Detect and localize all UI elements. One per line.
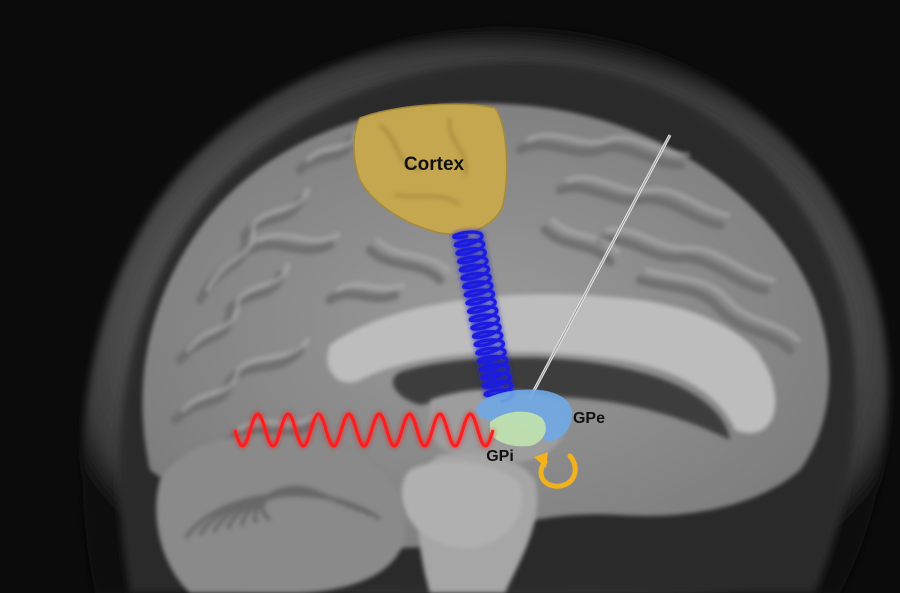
gyrus-highlight [605,226,776,283]
cortex-texture [379,117,468,207]
gyrus-fold [635,275,795,355]
dbs-electrode-shade [529,134,671,399]
beta-oscillation-wave [233,412,495,448]
gpe-label: GPe [573,410,605,427]
gyrus-highlight [335,281,406,293]
gpi-nucleus [490,411,546,447]
gyrus-highlight [255,232,341,243]
gyrus-fold [175,270,285,365]
cerebellum [156,434,406,593]
gyrus-fold [170,345,305,425]
gpi-label: GPi [486,448,514,465]
gyrus-highlight [235,412,321,433]
pons [401,461,523,549]
gyrus-fold [595,234,770,295]
gyrus-highlight [375,237,451,273]
gyrus-highlight [180,337,311,413]
gyrus-fold [555,183,725,230]
cerebellum-fold [184,492,381,540]
gyrus-fold [225,420,315,445]
gyrus-highlight [565,175,731,218]
gyrus-fold [325,289,400,305]
cerebellum-folia [184,485,381,540]
gyrus-fold [245,240,335,255]
cortex-label: Cortex [404,154,465,175]
corpus-callosum [327,294,776,434]
lateral-ventricle [392,357,730,440]
gyrus-highlight [645,267,801,343]
gyrus-fold [365,245,445,285]
gyri-highlights [180,127,801,433]
cortex-gpi-wave [452,230,515,404]
curved-arrow-icon [534,452,578,489]
gyrus-highlight [205,187,311,293]
gyrus-fold [515,140,685,170]
gyrus-highlight [185,262,291,353]
gyri-texture [170,135,795,445]
